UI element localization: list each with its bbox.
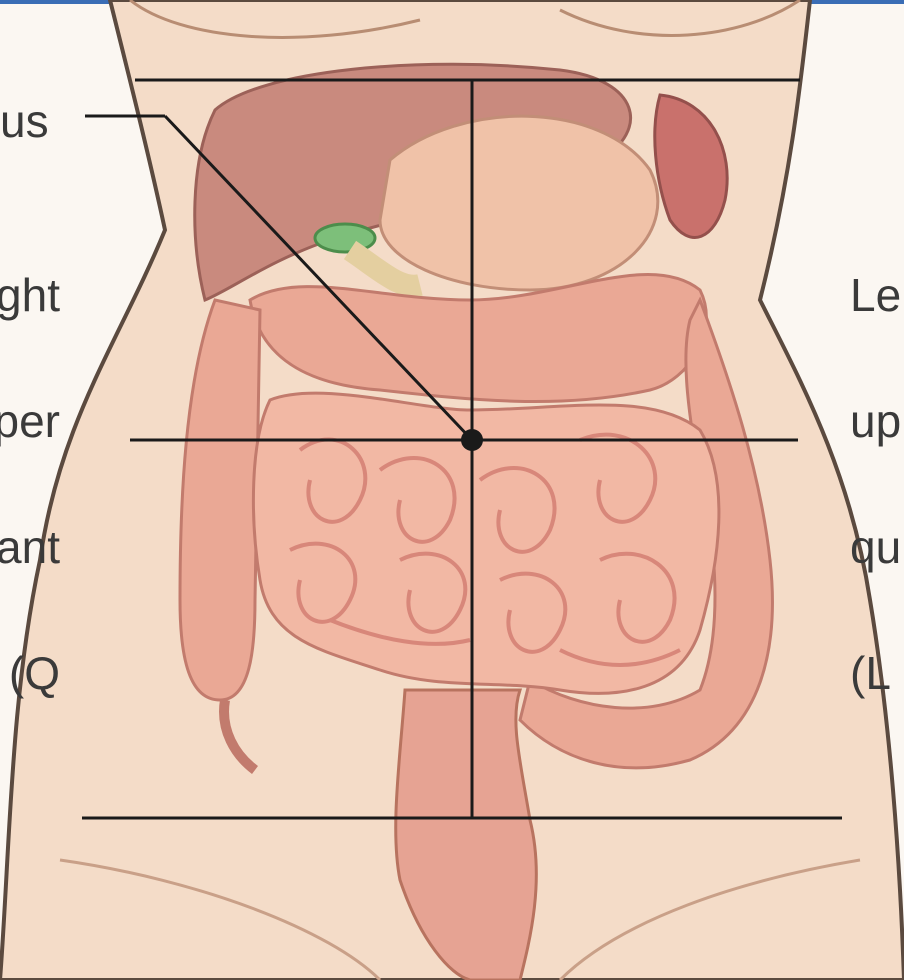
ruq-line-4: Q) <box>0 652 60 694</box>
luq-line-3: qu <box>850 526 901 568</box>
luq-line-2: up <box>850 400 901 442</box>
left-upper-quadrant-label: Le up qu (L <box>850 190 901 778</box>
umbilicus-dot <box>461 429 483 451</box>
umbilicus-label: us <box>0 100 49 142</box>
ruq-line-3: ant <box>0 526 60 568</box>
luq-line-1: Le <box>850 274 901 316</box>
ruq-line-2: per <box>0 400 60 442</box>
luq-line-4: (L <box>850 652 901 694</box>
stomach <box>380 116 658 290</box>
right-upper-quadrant-label: ght per ant Q) <box>0 190 60 778</box>
ruq-line-1: ght <box>0 274 60 316</box>
